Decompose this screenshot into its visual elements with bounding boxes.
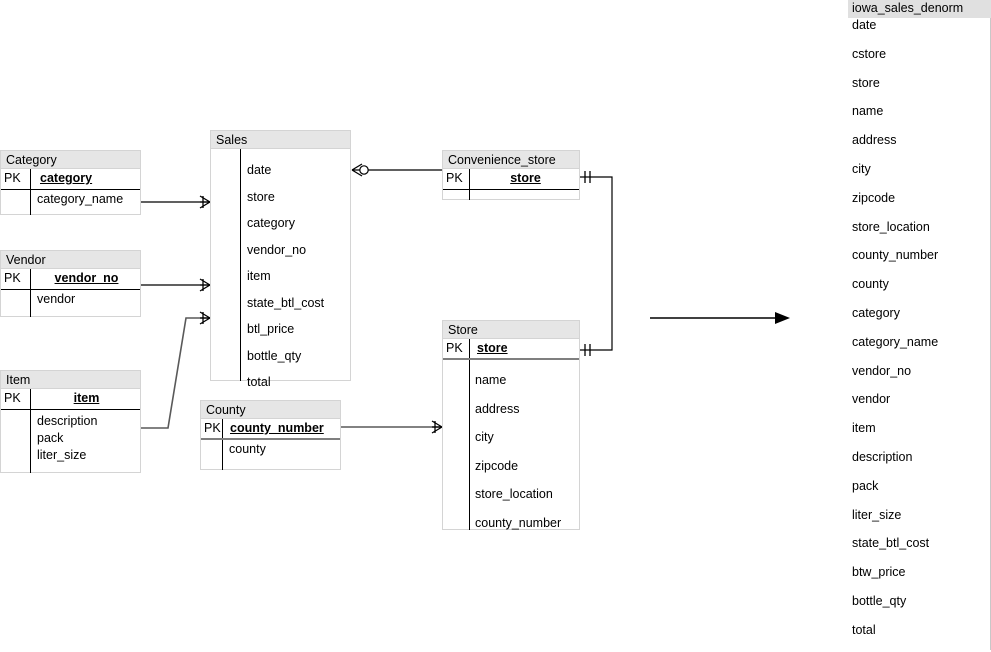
attribute-store: store <box>247 189 275 204</box>
denorm-column-address: address <box>852 133 897 148</box>
entity-divider <box>30 269 31 317</box>
transform-arrow-head <box>775 312 790 324</box>
entity-category[interactable]: Category PK category category_name <box>0 150 141 215</box>
entity-vendor-title: Vendor <box>1 251 140 269</box>
attribute-pack: pack <box>37 431 64 445</box>
denorm-column-city: city <box>852 161 871 176</box>
denorm-title: iowa_sales_denorm <box>848 0 991 18</box>
denorm-column-liter-size: liter_size <box>852 507 902 522</box>
attribute-date: date <box>247 163 272 177</box>
entity-category-pk-row: PK category <box>1 169 140 190</box>
pk-field-store: store <box>477 341 508 355</box>
attribute-state-btl-cost: state_btl_cost <box>247 295 325 310</box>
attribute-liter-size: liter_size <box>37 448 87 462</box>
entity-item[interactable]: Item PK item description pack liter_size <box>0 370 141 473</box>
entity-item-title: Item <box>1 371 140 389</box>
entity-convenience-store-title: Convenience_store <box>443 151 579 169</box>
entity-convenience-store-pk-row: PK store <box>443 169 579 190</box>
entity-convenience-store[interactable]: Convenience_store PK store <box>442 150 580 200</box>
entity-county[interactable]: County PK county_number county <box>200 400 341 470</box>
attribute-vendor: vendor <box>37 292 76 306</box>
entity-divider <box>30 389 31 473</box>
denorm-column-county: county <box>852 277 889 292</box>
denorm-column-name: name <box>852 104 884 119</box>
attribute-name: name <box>475 373 507 387</box>
denorm-column-btw-price: btw_price <box>852 565 906 580</box>
denorm-column-total: total <box>852 622 876 637</box>
pk-label: PK <box>446 171 463 185</box>
entity-divider <box>30 169 31 215</box>
attribute-description: description <box>37 414 98 428</box>
entity-vendor[interactable]: Vendor PK vendor_no vendor <box>0 250 141 317</box>
denorm-column-store: store <box>852 75 880 90</box>
pk-label: PK <box>446 341 463 355</box>
denorm-column-category-name: category_name <box>852 334 939 349</box>
pk-label: PK <box>4 271 21 285</box>
entity-vendor-pk-row: PK vendor_no <box>1 269 140 290</box>
denorm-column-date: date <box>852 18 877 32</box>
denorm-column-vendor: vendor <box>852 392 891 407</box>
attribute-category: category <box>247 216 295 230</box>
attribute-zipcode: zipcode <box>475 458 519 473</box>
denorm-column-category: category <box>852 305 900 320</box>
denorm-column-list: date cstore store name address city zipcode sto… <box>848 18 991 652</box>
attribute-total: total <box>247 375 271 389</box>
pk-label: PK <box>4 171 21 185</box>
entity-divider <box>469 339 470 530</box>
entity-store-title: Store <box>443 321 579 339</box>
attribute-county: county <box>229 442 266 456</box>
denorm-panel[interactable]: iowa_sales_denorm date cstore store name add… <box>848 0 991 650</box>
entity-divider <box>222 419 223 470</box>
link-convenience-store <box>580 176 613 351</box>
pk-field-county-number: county_number <box>230 421 324 435</box>
attribute-bottle-qty: bottle_qty <box>247 348 302 363</box>
denorm-column-state-btl-cost: state_btl_cost <box>852 536 930 551</box>
denorm-column-cstore: cstore <box>852 46 887 61</box>
denorm-column-item: item <box>852 421 876 436</box>
entity-divider <box>240 149 241 381</box>
attribute-address: address <box>475 401 520 416</box>
attribute-county-number: county_number <box>475 515 562 530</box>
denorm-column-county-number: county_number <box>852 248 939 263</box>
entity-item-pk-row: PK item <box>1 389 140 410</box>
pk-label: PK <box>4 391 21 405</box>
attribute-btl-price: btl_price <box>247 322 295 336</box>
denorm-column-pack: pack <box>852 478 879 493</box>
denorm-column-zipcode: zipcode <box>852 190 896 205</box>
pk-field-vendor-no: vendor_no <box>54 271 119 285</box>
attribute-item: item <box>247 269 271 283</box>
entity-county-title: County <box>201 401 340 419</box>
pk-label: PK <box>204 421 221 435</box>
entity-sales[interactable]: Sales date store category vendor_no item… <box>210 130 351 389</box>
denorm-column-store-location: store_location <box>852 219 930 234</box>
pk-field-category: category <box>40 171 93 185</box>
denorm-column-vendor-no: vendor_no <box>852 363 912 378</box>
attribute-category-name: category_name <box>37 192 124 206</box>
pk-field-store: store <box>510 171 541 185</box>
entity-sales-title: Sales <box>211 131 350 149</box>
denorm-column-description: description <box>852 449 913 464</box>
pk-field-item: item <box>73 391 100 405</box>
attribute-vendor-no: vendor_no <box>247 242 307 257</box>
entity-store-pk-row: PK store <box>443 339 579 360</box>
entity-county-pk-row: PK county_number <box>201 419 340 440</box>
entity-divider <box>469 169 470 200</box>
attribute-city: city <box>475 430 494 445</box>
denorm-column-bottle-qty: bottle_qty <box>852 593 907 608</box>
entity-store[interactable]: Store PK store name address city zipcode… <box>442 320 580 530</box>
entity-category-title: Category <box>1 151 140 169</box>
attribute-store-location: store_location <box>475 487 553 502</box>
